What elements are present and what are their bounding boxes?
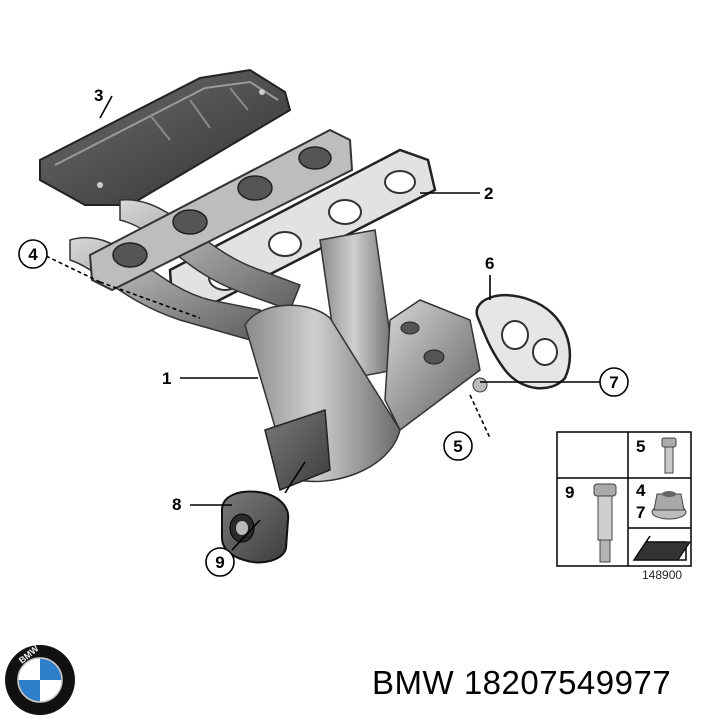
assembly-direction-arrow-icon — [632, 535, 691, 561]
svg-text:7: 7 — [609, 373, 618, 392]
short-bolt-icon — [661, 437, 677, 474]
exhaust-manifold-catalytic-converter-part — [69, 128, 488, 492]
callout-3: 3 — [94, 86, 103, 105]
legend-label-7: 7 — [636, 503, 645, 522]
flange-nut-icon — [651, 491, 687, 520]
svg-text:4: 4 — [28, 245, 38, 264]
heat-shield-part — [39, 68, 292, 206]
leader-lines — [45, 95, 600, 551]
callout-7-circle: 7 — [599, 367, 629, 397]
logo-blue-quadrant-2 — [18, 680, 40, 702]
outlet-gasket-part — [475, 293, 572, 390]
callout-8: 8 — [172, 495, 181, 514]
legend-label-9: 9 — [565, 483, 574, 502]
callout-1: 1 — [162, 369, 171, 388]
part-number-caption: BMW 18207549977 — [372, 664, 672, 701]
callout-5-circle: 5 — [443, 431, 473, 461]
callout-2: 2 — [484, 184, 493, 203]
rubber-mount-part — [221, 490, 290, 564]
svg-text:9: 9 — [215, 553, 224, 572]
legend-label-4: 4 — [636, 481, 646, 500]
drawing-number: 148900 — [642, 568, 683, 582]
long-bolt-icon — [593, 483, 617, 563]
logo-blue-quadrant-1 — [40, 658, 62, 680]
callout-6: 6 — [485, 254, 494, 273]
fastener-legend-table: 5 9 4 7 — [556, 431, 692, 567]
svg-text:5: 5 — [453, 437, 462, 456]
legend-label-5: 5 — [636, 437, 645, 456]
bmw-logo: BMW — [5, 643, 75, 715]
callout-9-circle: 9 — [205, 547, 235, 577]
callout-4-circle: 4 — [18, 239, 48, 269]
